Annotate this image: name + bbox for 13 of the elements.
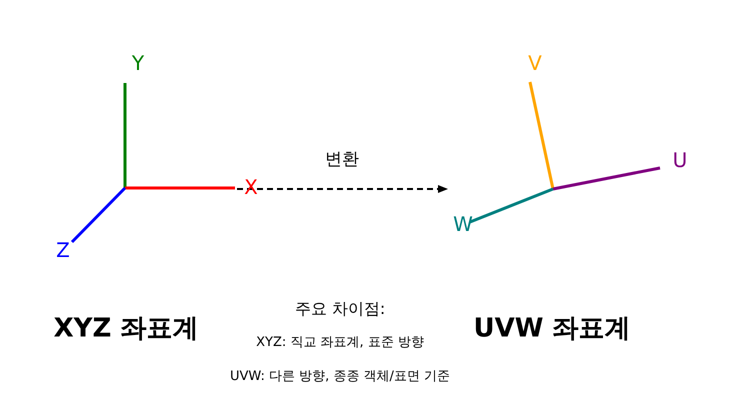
note-heading: 주요 차이점: [294, 300, 386, 318]
system-title: XYZ 좌표계 [54, 314, 198, 344]
axis-label: Z [56, 239, 70, 261]
edge-label: 변환 [325, 150, 359, 170]
axis-label: W [453, 213, 473, 235]
axis-label: Y [132, 52, 144, 74]
system-title: UVW 좌표계 [474, 314, 630, 344]
axis-label: X [244, 176, 258, 198]
note-text: UVW: 다른 방향, 종종 객체/표면 기준 [230, 370, 450, 384]
axis-label: U [672, 149, 688, 171]
arrow [237, 185, 448, 193]
axis-label: V [528, 52, 542, 74]
note-text: XYZ: 직교 좌표계, 표준 방향 [256, 336, 424, 350]
